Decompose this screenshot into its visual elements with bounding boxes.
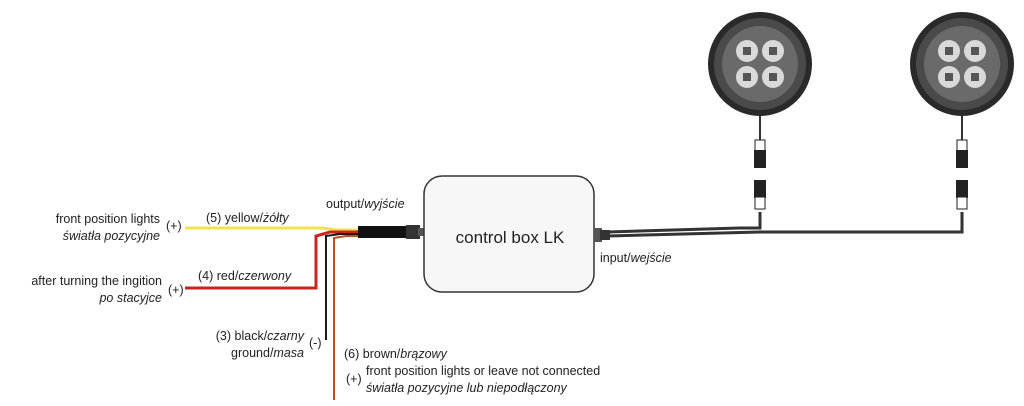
lamp-connector-right bbox=[956, 110, 968, 210]
red-wire-label: (4) red/czerwony bbox=[198, 268, 291, 284]
output-port-label: output/wyjście bbox=[326, 196, 405, 212]
black-wire-italic: czarny bbox=[267, 329, 304, 343]
input-cable bbox=[594, 212, 964, 242]
brown-wire-italic: brązowy bbox=[400, 347, 447, 361]
wire-brown bbox=[333, 235, 362, 400]
red-wire-desc-en: after turning the ingition bbox=[31, 274, 162, 288]
black-wire-polarity: (-) bbox=[309, 336, 322, 350]
output-cable bbox=[358, 225, 426, 239]
lamp-connector-left bbox=[754, 110, 766, 210]
input-label-main: input/ bbox=[600, 251, 631, 265]
yellow-wire-label: (5) yellow/żółty bbox=[206, 210, 289, 226]
yellow-wire-polarity: (+) bbox=[166, 219, 182, 233]
wire-yellow bbox=[185, 226, 362, 232]
yellow-wire-desc-pl: światła pozycyjne bbox=[62, 229, 160, 243]
brown-wire-desc-pl: światła pozycyjne lub niepodłączony bbox=[366, 381, 567, 395]
black-wire-desc: ground/masa bbox=[200, 345, 304, 361]
output-label-main: output/ bbox=[326, 197, 365, 211]
yellow-wire-number: (5) yellow/ bbox=[206, 211, 263, 225]
black-wire-desc-en: ground/ bbox=[231, 346, 274, 360]
brown-wire-polarity: (+) bbox=[346, 372, 362, 386]
input-label-italic: wejście bbox=[630, 251, 672, 265]
brown-wire-desc-en: front position lights or leave not conne… bbox=[366, 364, 601, 378]
wire-red bbox=[185, 230, 362, 290]
red-wire-number: (4) red/ bbox=[198, 269, 239, 283]
black-wire-number: (3) black/ bbox=[215, 329, 268, 343]
output-label-italic: wyjście bbox=[364, 197, 405, 211]
black-wire-desc-pl: masa bbox=[273, 346, 304, 360]
red-wire-italic: czerwony bbox=[238, 269, 292, 283]
control-box-label: control box LK bbox=[455, 228, 565, 247]
black-wire-label: (3) black/czarny bbox=[200, 328, 304, 344]
input-port-label: input/wejście bbox=[600, 250, 672, 266]
fog-lamp-right bbox=[910, 12, 1014, 116]
brown-wire-number: (6) brown/ bbox=[344, 347, 401, 361]
brown-wire-label: (6) brown/brązowy bbox=[344, 346, 447, 362]
yellow-wire-italic: żółty bbox=[262, 211, 289, 225]
wire-black bbox=[325, 233, 362, 340]
red-wire-desc-pl: po stacyjce bbox=[99, 291, 162, 305]
fog-lamp-left bbox=[708, 12, 812, 116]
red-wire-polarity: (+) bbox=[168, 283, 184, 297]
yellow-wire-desc-en: front position lights bbox=[55, 212, 160, 226]
